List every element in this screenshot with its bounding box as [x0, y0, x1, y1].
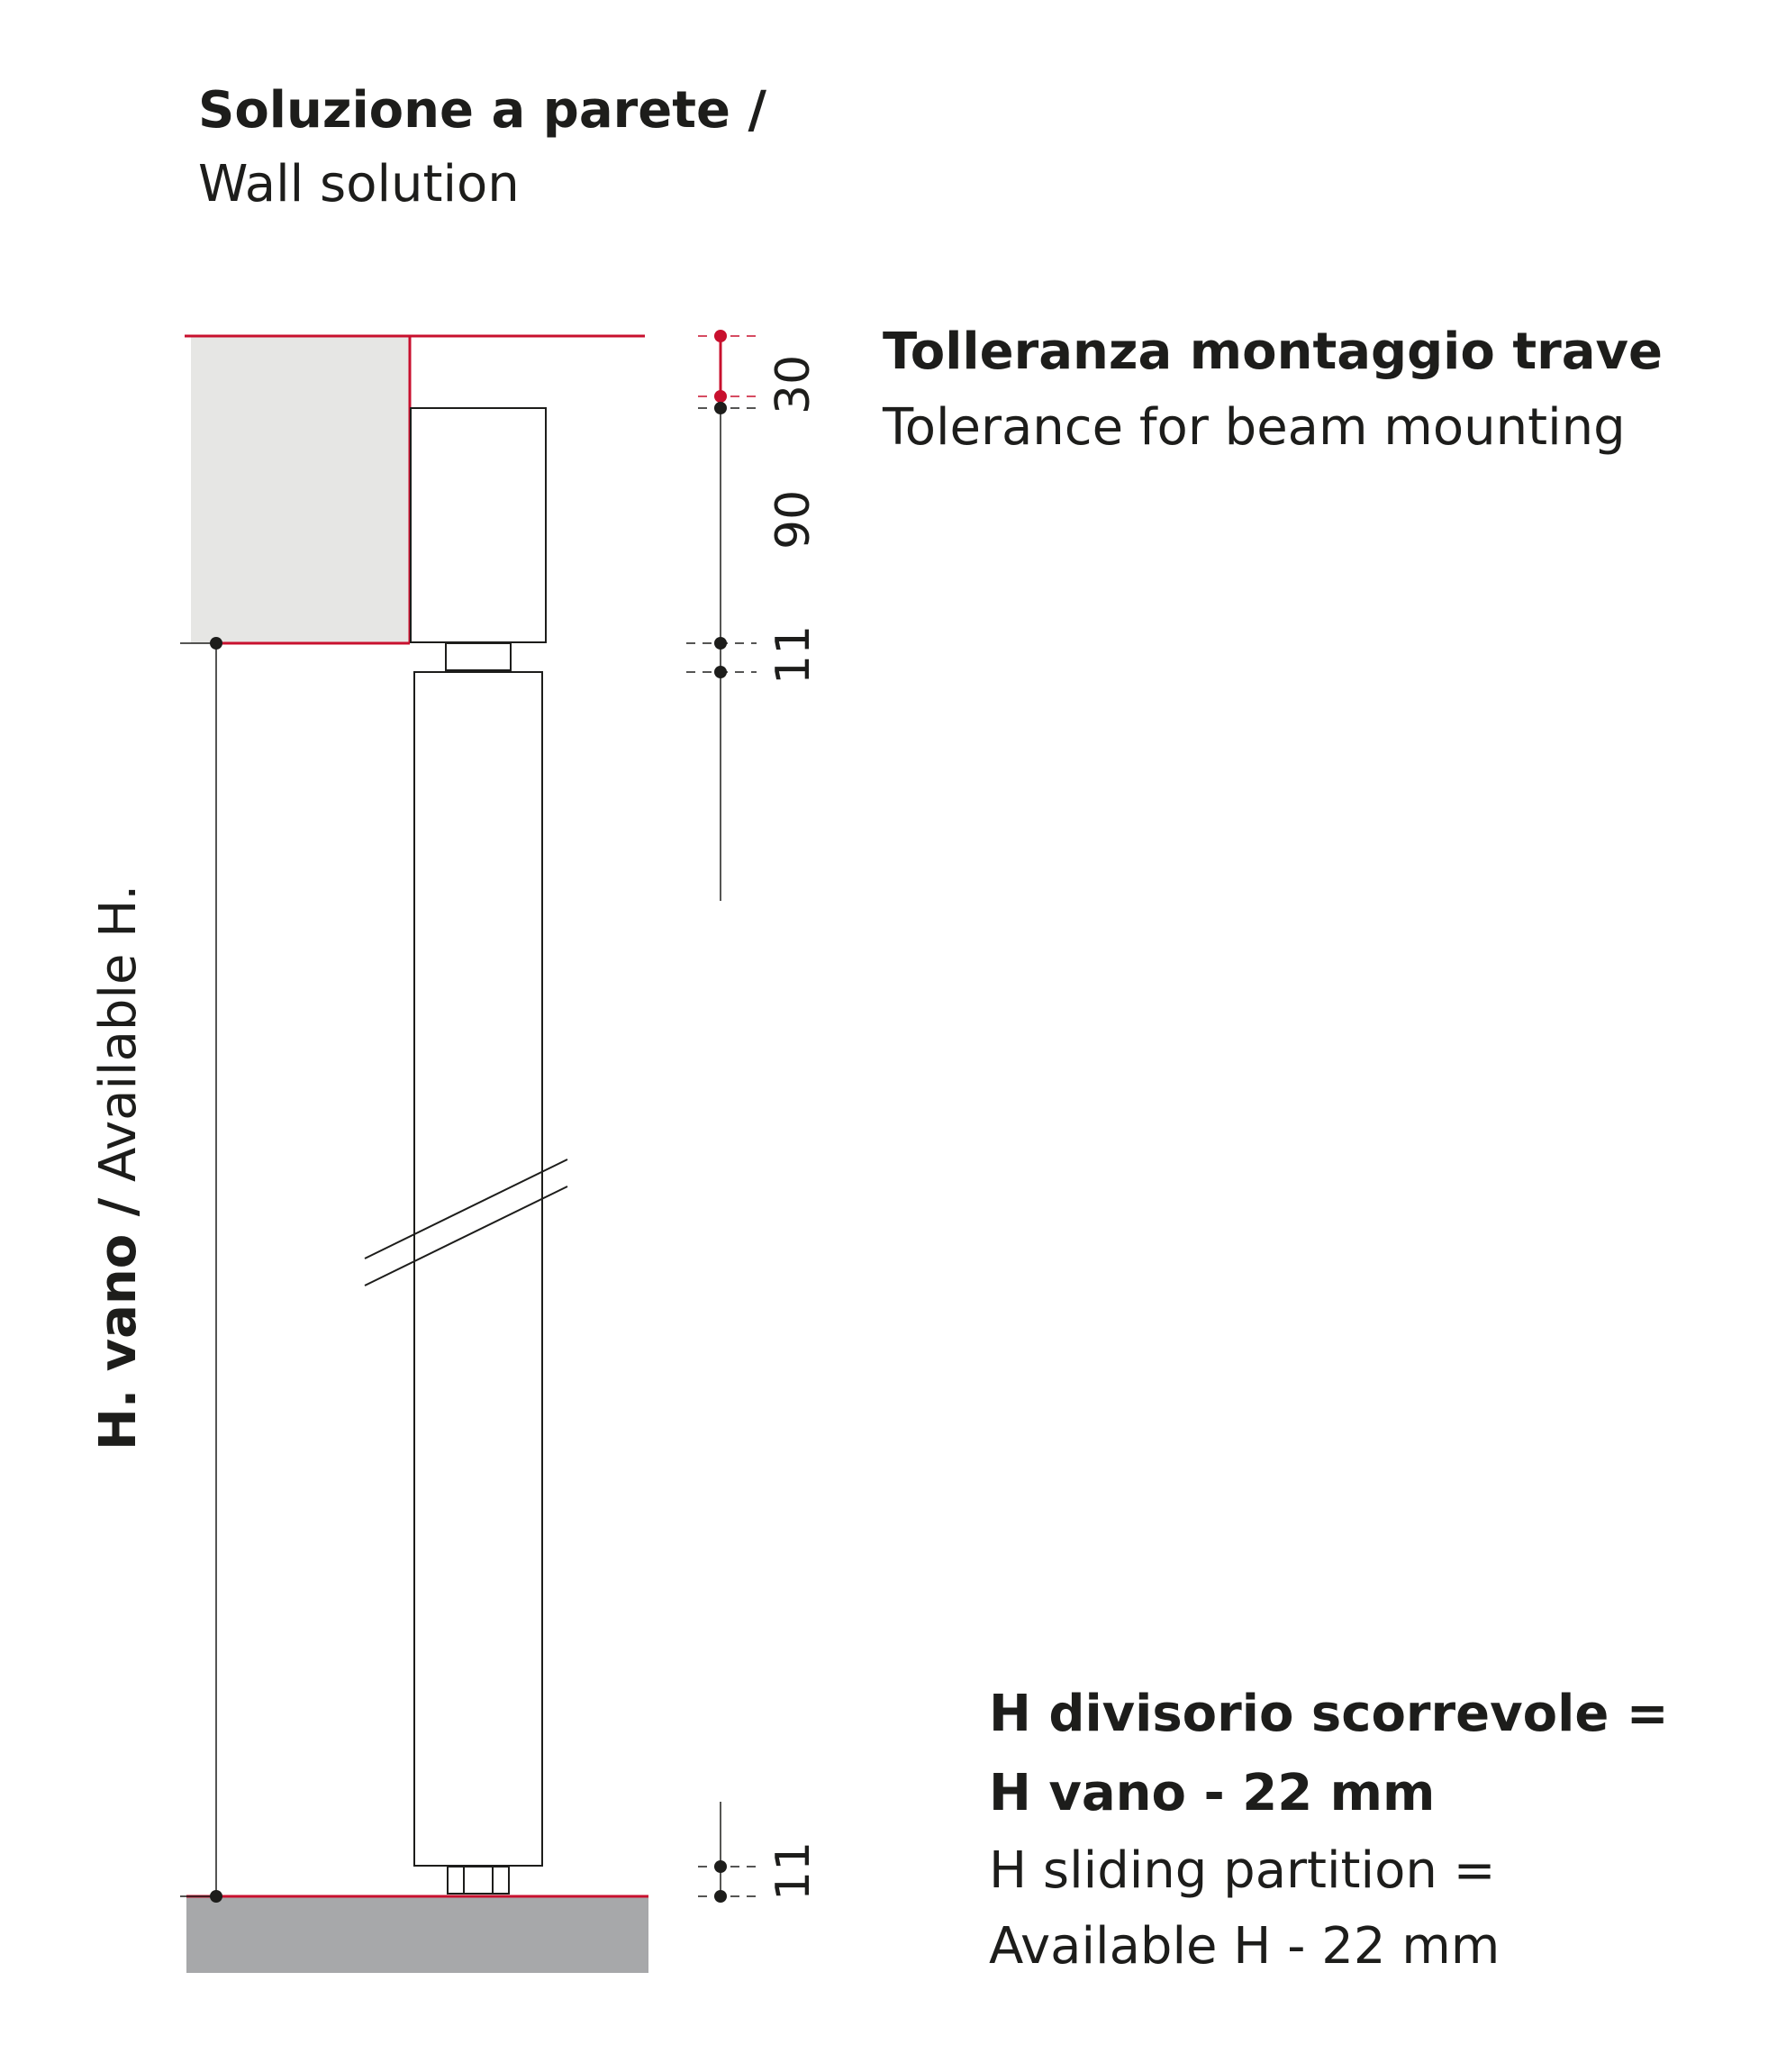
dim-dot-panel-bottom: [714, 1860, 727, 1873]
title-english: Wall solution: [198, 155, 520, 214]
wall-block: [191, 336, 410, 643]
beam: [410, 407, 547, 643]
dim-dot-floor: [714, 1890, 727, 1903]
dim-label-beam: 90: [766, 490, 821, 550]
formula-english-line2: Available H - 22 mm: [989, 1917, 1500, 1976]
dim-label-bottom-gap: 11: [766, 1841, 821, 1901]
title-italian: Soluzione a parete /: [198, 81, 766, 140]
available-height-dot-bottom: [210, 1890, 222, 1903]
dim-dot-tolerance-bottom: [714, 390, 727, 403]
top-connector: [445, 642, 512, 671]
tolerance-label-english: Tolerance for beam mounting: [883, 398, 1626, 457]
sliding-panel: [413, 671, 543, 1867]
dim-dot-beam-bottom: [714, 637, 727, 650]
dim-dot-tolerance-top: [714, 330, 727, 342]
available-height-dot-top: [210, 637, 222, 650]
dim-dot-beam-top: [714, 402, 727, 414]
break-line-2: [364, 1186, 568, 1286]
dim-label-top-gap: 11: [766, 625, 821, 685]
formula-italian-line2: H vano - 22 mm: [989, 1764, 1436, 1822]
bottom-guide: [447, 1866, 510, 1895]
dim-dot-panel-top: [714, 666, 727, 678]
formula-english-line1: H sliding partition =: [989, 1841, 1496, 1900]
floor-block: [186, 1896, 648, 1973]
dim-label-tolerance: 30: [766, 355, 821, 414]
available-height-label: H. vano / Available H.: [89, 885, 148, 1450]
tolerance-label-italian: Tolleranza montaggio trave: [883, 323, 1664, 381]
formula-italian-line1: H divisorio scorrevole =: [989, 1685, 1669, 1743]
break-line-1: [364, 1159, 568, 1259]
